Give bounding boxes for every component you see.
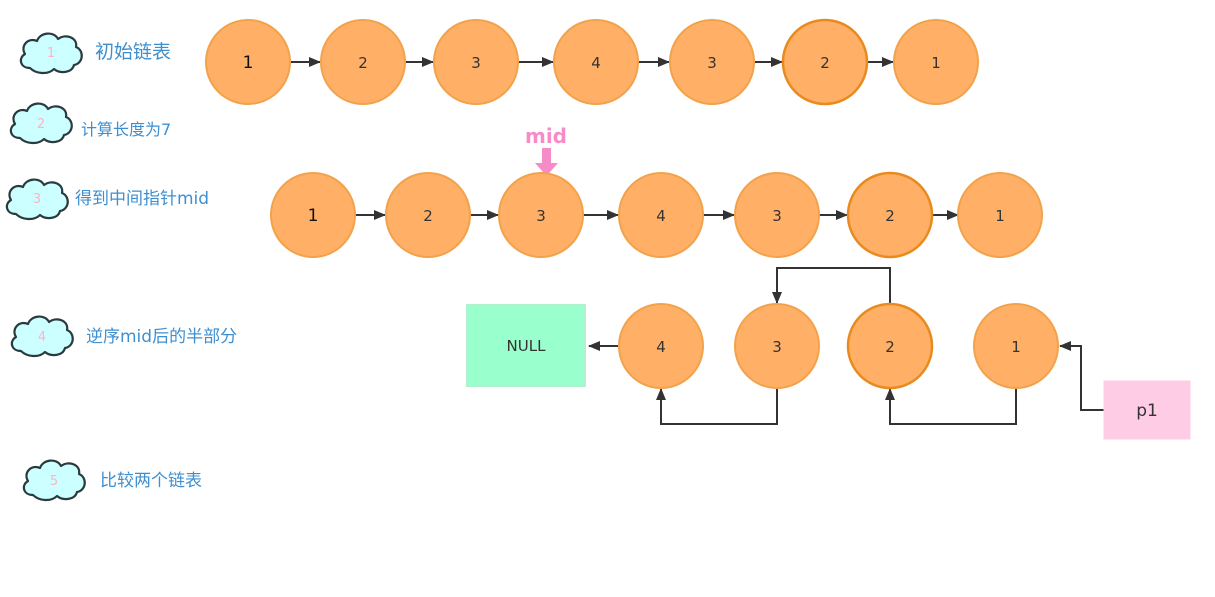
list-node: 4 — [618, 303, 704, 389]
step-5: 5 比较两个链表 — [22, 459, 202, 502]
null-node — [466, 304, 586, 387]
list-node: 3 — [734, 303, 820, 389]
step-label: 计算长度为7 — [81, 120, 171, 139]
node-value: 2 — [820, 54, 830, 72]
step-number: 1 — [47, 46, 55, 61]
mid-list: 1 2 3 4 3 2 1 — [270, 171, 1043, 259]
step-4: 4 逆序mid后的半部分 — [10, 315, 237, 358]
step-3: 3 得到中间指针mid — [5, 178, 209, 221]
node-value: 3 — [772, 207, 782, 225]
list-node: 3 — [433, 19, 519, 105]
node-value: 3 — [471, 54, 481, 72]
step-number: 2 — [37, 117, 45, 132]
list-node: 2 — [846, 302, 934, 390]
node-value: 2 — [358, 54, 368, 72]
node-value: 4 — [591, 54, 601, 72]
reversed-list: NULL 4 3 2 1 p1 — [466, 267, 1191, 440]
list-node: 1 — [893, 19, 979, 105]
next-arrow — [656, 388, 778, 425]
list-node: 3 — [669, 19, 755, 105]
list-node: 2 — [385, 172, 471, 258]
list-node: 1 — [957, 172, 1043, 258]
step-label: 初始链表 — [95, 41, 171, 63]
node-value: 1 — [308, 206, 319, 226]
list-node: 1 — [205, 19, 291, 105]
node-value: 1 — [1011, 338, 1021, 356]
p1-pointer-box — [1103, 380, 1191, 440]
node-value: 4 — [656, 338, 666, 356]
next-arrow — [772, 267, 891, 304]
list-node: 1 — [270, 172, 356, 258]
step-number: 5 — [50, 474, 58, 489]
list-node: 1 — [973, 303, 1059, 389]
step-1: 1 初始链表 — [19, 32, 171, 75]
node-value: 2 — [423, 207, 433, 225]
node-value: 3 — [772, 338, 782, 356]
step-number: 3 — [33, 192, 41, 207]
list-node: 4 — [553, 19, 639, 105]
list-node: 2 — [320, 19, 406, 105]
node-value: 2 — [885, 207, 895, 225]
list-node-mid: 3 — [498, 172, 584, 258]
down-arrow-icon — [535, 148, 558, 176]
node-value: 1 — [995, 207, 1005, 225]
node-value: 1 — [243, 53, 254, 73]
node-value: 3 — [536, 207, 546, 225]
list-node: 4 — [618, 172, 704, 258]
node-value: 3 — [707, 54, 717, 72]
next-arrow — [885, 388, 1017, 425]
node-value: 1 — [931, 54, 941, 72]
null-label: NULL — [507, 337, 547, 355]
pointer-arrow — [1059, 341, 1104, 411]
mid-pointer: mid — [525, 124, 567, 176]
node-value: 2 — [885, 338, 895, 356]
initial-list: 1 2 3 4 3 2 1 — [205, 18, 979, 106]
mid-label: mid — [525, 124, 567, 148]
step-2: 2 计算长度为7 — [9, 102, 171, 145]
step-label: 逆序mid后的半部分 — [86, 327, 237, 347]
list-node: 2 — [846, 171, 934, 259]
step-label: 比较两个链表 — [100, 471, 202, 491]
step-label: 得到中间指针mid — [75, 189, 209, 209]
step-number: 4 — [38, 330, 46, 345]
list-node: 3 — [734, 172, 820, 258]
node-value: 4 — [656, 207, 666, 225]
p1-label: p1 — [1136, 401, 1158, 421]
list-node: 2 — [781, 18, 869, 106]
